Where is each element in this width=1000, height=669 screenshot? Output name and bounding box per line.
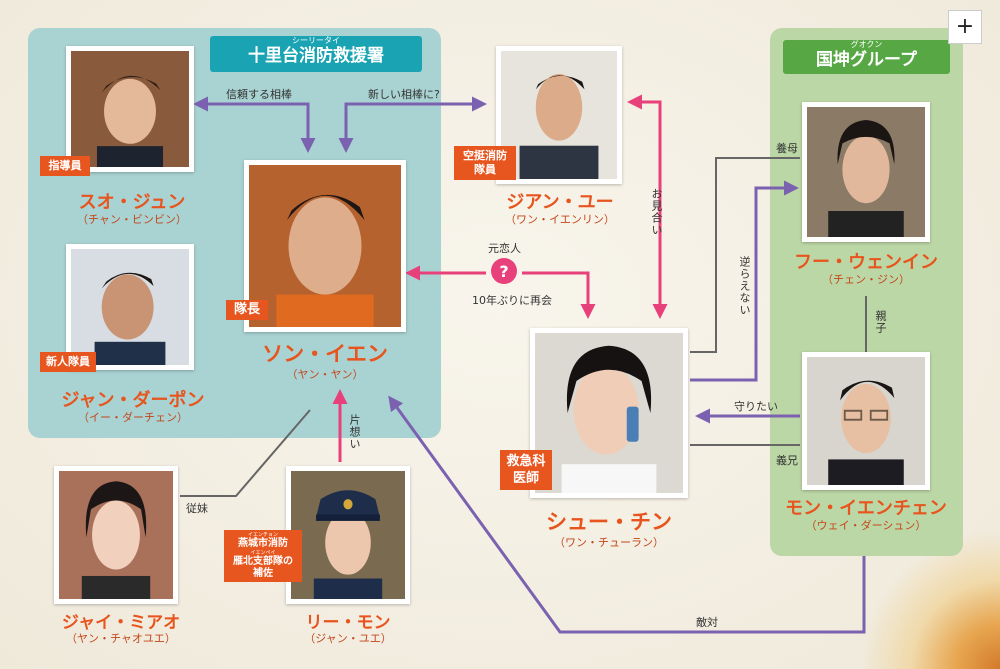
role-tag-song-yan: 隊長 bbox=[226, 300, 268, 320]
portrait-fu-wenyin bbox=[802, 102, 930, 242]
guokun-group-title: 国坤グループ bbox=[816, 50, 917, 70]
portrait-song-yan bbox=[244, 160, 406, 332]
portrait-jian-yu bbox=[496, 46, 622, 184]
actor-song-yan: （ヤン・ヤン） bbox=[286, 368, 364, 381]
rival-label: 敵対 bbox=[696, 616, 718, 629]
role-tag-li-meng-line2: 雁北支部隊の bbox=[233, 556, 293, 567]
name-song-yan: ソン・イエン bbox=[262, 342, 388, 366]
cousin-label: 従妹 bbox=[186, 502, 208, 515]
portrait-jai-miao bbox=[54, 466, 178, 604]
actor-jiang-dapeng: （イー・ダーチェン） bbox=[78, 411, 188, 424]
new-partner-line bbox=[338, 96, 487, 153]
new-partner-label: 新しい相棒に? bbox=[368, 88, 440, 101]
actor-fu-wenyin: （チェン・ジン） bbox=[822, 273, 910, 286]
role-tag-jiang-dapeng: 新人隊員 bbox=[40, 352, 96, 372]
ex-lover-line bbox=[408, 273, 588, 316]
role-tag-jian-yu: 空挺消防 隊員 bbox=[454, 146, 516, 180]
rescue-station-banner: シーリータイ 十里台消防救援署 bbox=[210, 36, 422, 72]
portrait-li-meng bbox=[286, 466, 410, 604]
role-tag-shu-qin-line1: 救急科 bbox=[506, 454, 546, 469]
role-tag-li-meng-ruby1: イエンチョン bbox=[248, 532, 278, 538]
guokun-group-banner: グオクン 国坤グループ bbox=[783, 40, 950, 74]
actor-jian-yu: （ワン・イエンリン） bbox=[505, 213, 615, 226]
actor-li-meng: （ジャン・ユエ） bbox=[304, 632, 392, 645]
role-tag-jian-yu-line2: 隊員 bbox=[474, 163, 496, 176]
adoptive-mother-line bbox=[690, 157, 800, 353]
svg-text:?: ? bbox=[499, 262, 508, 281]
portrait-suo-jun bbox=[66, 46, 194, 172]
cannot-defy-line bbox=[690, 180, 799, 382]
role-tag-li-meng-line3: 補佐 bbox=[253, 568, 273, 579]
trusted-partner-label: 信頼する相棒 bbox=[226, 88, 292, 101]
portrait-shu-qin bbox=[530, 328, 688, 498]
question-heart-icon bbox=[491, 258, 517, 284]
portrait-meng-yancheng bbox=[802, 352, 930, 490]
actor-shu-qin: （ワン・チューラン） bbox=[554, 536, 664, 549]
name-fu-wenyin: フー・ウェンイン bbox=[794, 252, 938, 273]
ex-lover-label: 元恋人 bbox=[488, 242, 521, 255]
role-tag-jian-yu-line1: 空挺消防 bbox=[463, 149, 507, 162]
want-to-protect-label: 守りたい bbox=[734, 400, 778, 413]
portrait-jiang-dapeng bbox=[66, 244, 194, 370]
adoptive-mother-label: 養母 bbox=[776, 142, 798, 155]
name-jai-miao: ジャイ・ミアオ bbox=[61, 613, 181, 633]
name-li-meng: リー・モン bbox=[305, 613, 391, 633]
reunion-label: 10年ぶりに再会 bbox=[472, 294, 552, 307]
name-shu-qin: シュー・チン bbox=[546, 510, 672, 534]
name-jian-yu: ジアン・ユー bbox=[506, 192, 614, 213]
role-tag-li-meng-ruby2: イエンペイ bbox=[250, 550, 276, 556]
role-tag-suo-jun: 指導員 bbox=[40, 156, 90, 176]
parent-child-label: 親子 bbox=[874, 310, 887, 334]
name-suo-jun: スオ・ジュン bbox=[78, 192, 186, 213]
omiai-line bbox=[627, 94, 668, 319]
role-tag-li-meng: イエンチョン 燕城市消防 イエンペイ 雁北支部隊の 補佐 bbox=[224, 530, 302, 582]
name-meng-yancheng: モン・イエンチェン bbox=[785, 498, 947, 519]
cannot-defy-label: 逆らえない bbox=[738, 256, 751, 316]
rival-line bbox=[388, 395, 866, 634]
actor-suo-jun: （チャン・ビンビン） bbox=[77, 213, 187, 226]
cousin-line bbox=[180, 409, 311, 497]
name-jiang-dapeng: ジャン・ダーポン bbox=[61, 390, 205, 411]
actor-jai-miao: （ヤン・チャオユエ） bbox=[66, 632, 176, 645]
rescue-station-title: 十里台消防救援署 bbox=[248, 46, 384, 66]
rescue-station-ruby: シーリータイ bbox=[292, 36, 340, 45]
role-tag-shu-qin: 救急科 医師 bbox=[500, 450, 552, 490]
expand-button[interactable]: + bbox=[948, 10, 982, 44]
guokun-group-ruby: グオクン bbox=[850, 40, 883, 49]
omiai-label: お見合い bbox=[650, 188, 663, 236]
brother-in-law-label: 義兄 bbox=[776, 454, 798, 467]
actor-meng-yancheng: （ウェイ・ダーシュン） bbox=[805, 519, 927, 532]
unrequited-label: 片想い bbox=[348, 414, 361, 450]
role-tag-li-meng-line1: 燕城市消防 bbox=[238, 538, 288, 549]
trusted-partner-line bbox=[193, 96, 316, 153]
role-tag-shu-qin-line2: 医師 bbox=[512, 471, 539, 486]
